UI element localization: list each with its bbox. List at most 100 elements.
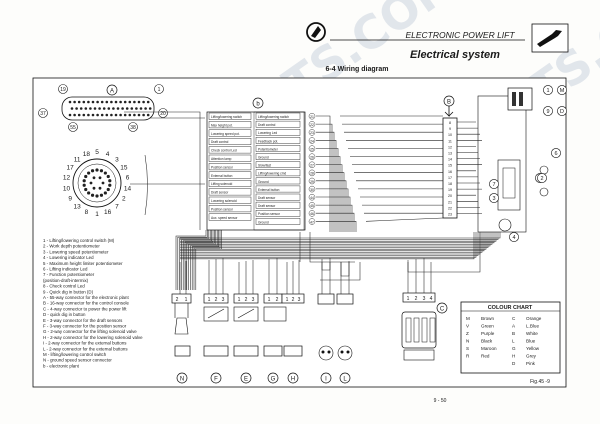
right-harness-cell <box>255 153 301 160</box>
circular-pin-number: 15 <box>120 165 128 172</box>
right-harness-cell <box>255 209 301 217</box>
wire <box>180 232 493 245</box>
left-harness-label: Max height pot. <box>211 123 233 127</box>
right-harness-cell <box>255 161 301 169</box>
console-callout-label: 4 <box>512 235 515 241</box>
right-harness-num-circle <box>308 121 316 128</box>
page-number: 9 - 50 <box>434 398 447 404</box>
b-pin-number: 10 <box>448 133 452 137</box>
circular-pin-number: 11 <box>74 156 81 163</box>
b-pin-number: 17 <box>448 176 452 180</box>
legend-line: 1 - Lifting/lowering control switch (M) <box>43 238 115 243</box>
right-harness-cell <box>255 120 301 128</box>
wire <box>365 217 444 222</box>
label-h: H <box>291 377 295 383</box>
plug-a-hole <box>114 113 118 117</box>
wire <box>316 204 353 232</box>
circular-pin-number: 7 <box>115 204 119 211</box>
colour-code: S <box>466 346 469 351</box>
right-harness-num-circle <box>308 185 316 193</box>
page-title: Electrical system <box>410 49 500 61</box>
legend-line: 3 - Lowering speed potentiometer <box>43 249 109 254</box>
colour-name: Yellow <box>526 346 540 351</box>
circular-pin-number: 14 <box>124 185 132 192</box>
plug-a-hole <box>130 107 134 110</box>
circular-pin-number: 4 <box>106 151 110 158</box>
plug-a-hole <box>77 100 81 104</box>
plug-a-hole <box>142 113 145 117</box>
wire <box>180 232 479 256</box>
circular-hole-inner <box>101 181 105 185</box>
colour-name: Grey <box>526 354 537 359</box>
colour-name: Brown <box>481 316 494 321</box>
legend-line: 2 - Work depth potentiometer <box>43 244 100 249</box>
wire-harness <box>124 111 501 294</box>
wire <box>316 115 331 232</box>
pin-38: 38 <box>130 125 136 131</box>
c-pin-2: 2 <box>415 296 418 302</box>
plug-a-hole <box>87 113 90 117</box>
left-harness-label: Position sensor <box>211 165 234 169</box>
right-harness-cell <box>255 201 301 209</box>
n-pin-a: 2 <box>176 297 179 303</box>
f-pin-3: 3 <box>222 297 225 303</box>
left-harness-label: Position sensor <box>211 207 234 211</box>
label-b-plant: b <box>256 102 260 108</box>
circular-hole <box>106 187 110 192</box>
wire <box>407 232 481 273</box>
right-harness-num-circle <box>308 145 316 152</box>
colour-code: N <box>466 339 469 344</box>
console-callout-label: 9 <box>546 109 549 115</box>
circular-pin-number: 17 <box>67 165 75 172</box>
b-pin-number: 13 <box>448 152 452 156</box>
right-harness-number: 23 <box>310 131 314 135</box>
circular-pin-number: 3 <box>115 156 119 163</box>
colour-code: C <box>512 316 516 321</box>
plug-a-hole <box>70 107 74 110</box>
circular-pin-number: 16 <box>104 209 112 216</box>
right-harness-label: Slow/fast <box>258 164 271 168</box>
circular-pin-number: 9 <box>68 196 72 203</box>
right-harness-cell <box>255 193 301 201</box>
right-harness-number: 21 <box>310 115 314 119</box>
left-harness-cell <box>208 163 252 171</box>
right-harness-label: Position sensor <box>258 212 281 216</box>
connector-n: 2 1 N <box>171 293 192 384</box>
plug-a-hole <box>93 107 97 110</box>
circular-hole <box>90 169 95 173</box>
legend-line: D - quick dig in button <box>43 312 86 317</box>
circular-hole <box>106 174 110 179</box>
legend-line: b - electronic plant <box>43 363 80 368</box>
legend-line: C - 4-way connector to power the power l… <box>43 306 127 311</box>
label-a: A <box>110 89 114 95</box>
legend-line: F - 3-way connector for the position sen… <box>43 324 127 329</box>
wire <box>316 148 339 232</box>
plug-a-hole <box>133 100 136 104</box>
b-pin-number: 21 <box>448 200 452 204</box>
console-callout-circle <box>557 106 567 116</box>
right-harness-cell <box>255 145 301 152</box>
right-harness-number: 26 <box>310 156 314 160</box>
circular-hole <box>82 179 86 183</box>
right-harness-cell <box>255 218 301 225</box>
wrench-icon <box>537 30 562 47</box>
colour-name: White <box>526 331 538 336</box>
left-harness-cell <box>208 112 252 120</box>
circular-hole <box>84 174 88 179</box>
right-harness-num-circle <box>308 137 316 144</box>
plug-a-hole <box>68 100 72 104</box>
wire <box>180 232 483 253</box>
wire <box>316 140 337 232</box>
circular-pin-number: 5 <box>95 149 99 156</box>
colour-name: L.Blue <box>526 324 539 329</box>
console-callout-label: 7 <box>492 182 495 188</box>
plug-a-hole <box>142 100 145 104</box>
wire <box>180 232 485 252</box>
b-pin-number: 16 <box>448 170 452 174</box>
console-callout-label: 3 <box>492 196 495 202</box>
